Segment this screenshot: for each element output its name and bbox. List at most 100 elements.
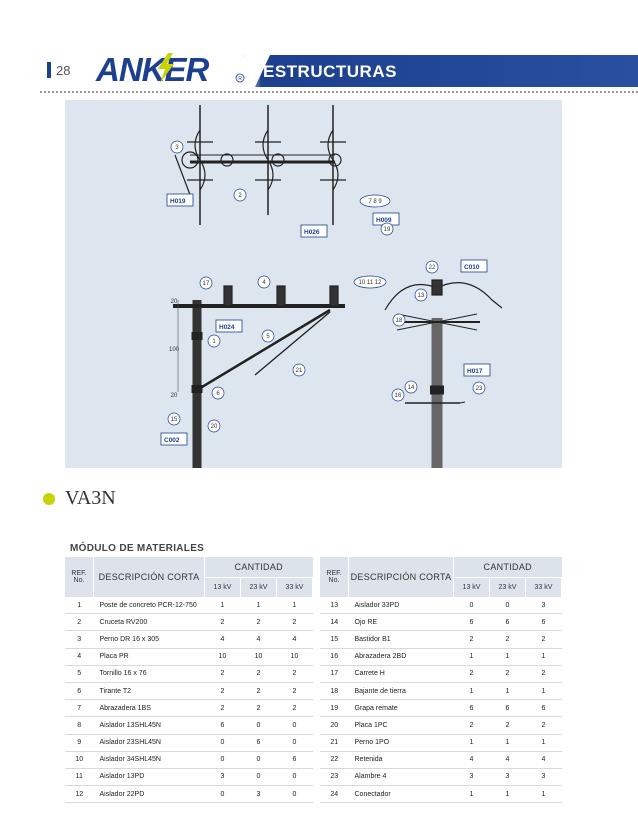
materials-title: MÓDULO DE MATERIALES [70,543,205,554]
row-ref: 8 [65,716,94,735]
row-qty-23kv: 1 [240,597,277,615]
callout-16: 16 [395,393,402,399]
row-ref: 22 [320,751,349,769]
row-qty-23kv: 2 [240,682,277,701]
row-ref: 9 [65,734,94,752]
dim-20-bottom: 20 [171,393,178,399]
row-qty-13kv: 6 [453,613,490,632]
row-qty-23kv: 2 [489,630,526,649]
row-description: Aislador 34SHL45N [93,751,205,769]
header-quantity: CANTIDAD [453,557,562,578]
row-description: Placa 1PC [348,716,454,735]
row-description: Cruceta RV200 [93,613,205,632]
callout-19: 19 [384,227,391,233]
row-qty-23kv: 2 [240,613,277,632]
row-qty-33kv: 1 [525,785,562,804]
row-qty-23kv: 3 [240,785,277,804]
materials-table-left: REF. No. DESCRIPCIÓN CORTA CANTIDAD 13 k… [65,557,313,804]
code-c002: C002 [164,437,180,444]
row-qty-33kv: 0 [276,716,313,735]
row-qty-23kv: 0 [489,597,526,615]
header-ref: REF. No. [65,557,94,597]
header-33kv: 33 kV [525,577,562,597]
bullet-dot [43,493,55,505]
row-qty-33kv: 0 [276,785,313,804]
header-description: DESCRIPCIÓN CORTA [93,557,205,597]
row-ref: 17 [320,665,349,683]
row-qty-13kv: 0 [453,597,490,615]
section-title: ESTRUCTURAS [263,62,397,81]
row-ref: 1 [65,597,94,615]
row-qty-13kv: 2 [453,630,490,649]
page-number: 28 [56,63,71,78]
header-bar [0,55,638,87]
row-qty-13kv: 6 [453,699,490,718]
row-qty-33kv: 0 [276,768,313,787]
row-qty-13kv: 2 [453,665,490,683]
page-marker [47,62,51,78]
row-qty-23kv: 2 [489,716,526,735]
anker-logo: ANKER R [95,51,245,88]
row-ref: 19 [320,699,349,718]
callout-15: 15 [171,417,178,423]
row-ref: 15 [320,630,349,649]
row-qty-23kv: 0 [240,751,277,769]
code-h026: H026 [304,229,320,236]
row-qty-13kv: 3 [453,768,490,787]
row-ref: 3 [65,630,94,649]
callout-17: 17 [203,281,210,287]
row-qty-33kv: 1 [525,648,562,666]
row-qty-23kv: 6 [240,734,277,752]
row-description: Abrazadera 1BS [93,699,205,718]
row-ref: 10 [65,751,94,769]
row-qty-33kv: 4 [276,630,313,649]
row-qty-23kv: 10 [240,648,277,666]
row-qty-33kv: 2 [525,630,562,649]
row-qty-13kv: 2 [204,613,241,632]
row-description: Bastidor B1 [348,630,454,649]
row-qty-23kv: 0 [240,768,277,787]
row-qty-33kv: 1 [525,682,562,701]
header-13kv: 13 kV [453,577,490,597]
code-h009: H009 [376,217,392,224]
row-qty-13kv: 0 [204,734,241,752]
row-qty-33kv: 2 [525,665,562,683]
row-qty-33kv: 2 [525,716,562,735]
callout-23: 23 [476,386,483,392]
dim-20-top: 20 [171,299,178,305]
callout-21: 21 [296,368,303,374]
row-qty-33kv: 4 [525,751,562,769]
callout-6: 6 [216,391,220,397]
row-qty-13kv: 1 [204,597,241,615]
row-qty-23kv: 4 [489,751,526,769]
row-ref: 14 [320,613,349,632]
row-qty-23kv: 4 [240,630,277,649]
row-description: Poste de concreto PCR-12-750 [93,597,205,615]
row-ref: 20 [320,716,349,735]
row-description: Retenida [348,751,454,769]
callout-13: 13 [418,293,425,299]
row-description: Aislador 23SHL45N [93,734,205,752]
row-qty-33kv: 2 [276,699,313,718]
row-ref: 23 [320,768,349,787]
row-qty-23kv: 2 [489,665,526,683]
row-qty-33kv: 6 [525,699,562,718]
row-qty-23kv: 1 [489,682,526,701]
row-ref: 4 [65,648,94,666]
header-description: DESCRIPCIÓN CORTA [348,557,454,597]
row-ref: 24 [320,785,349,804]
